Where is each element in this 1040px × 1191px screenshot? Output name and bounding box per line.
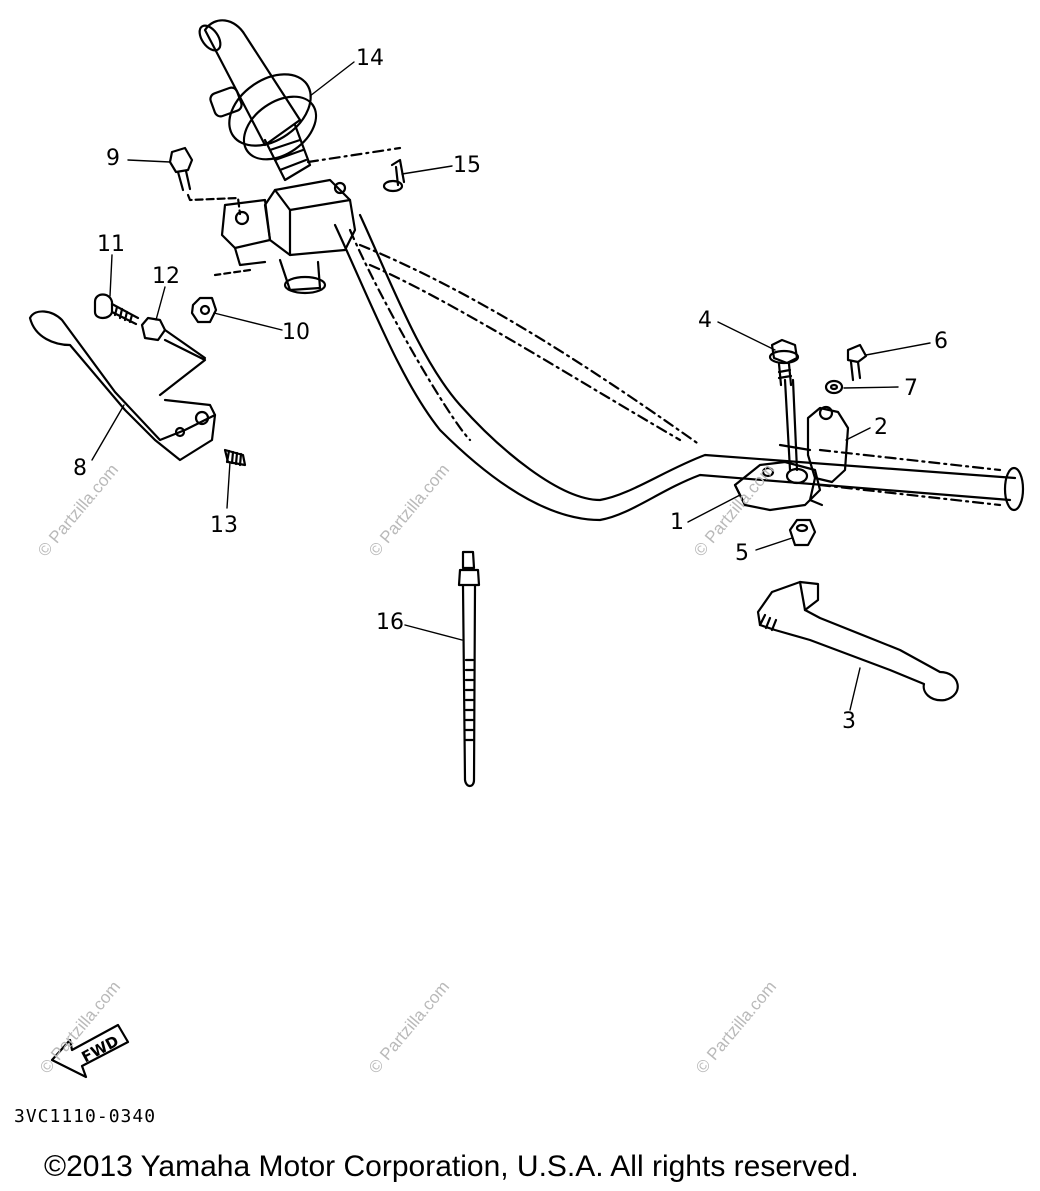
nut-12 (140, 316, 207, 360)
throttle-assembly (198, 19, 402, 182)
part-label-4: 4 (698, 308, 712, 333)
part-label-15: 15 (453, 153, 481, 178)
part-label-1: 1 (670, 510, 684, 535)
leader-lines (91, 61, 931, 711)
part-label-8: 8 (73, 456, 87, 481)
copyright-notice: ©2013 Yamaha Motor Corporation, U.S.A. A… (44, 1150, 859, 1183)
clamp-assembly (213, 178, 357, 295)
screw-13 (223, 448, 247, 467)
handlebar (333, 213, 1025, 522)
nut-10 (190, 296, 218, 324)
cable-tie-16 (457, 550, 481, 788)
lever-3 (756, 580, 959, 702)
drawing-code: 3VC1110-0340 (14, 1106, 157, 1127)
bolt-4 (768, 338, 800, 387)
part-label-7: 7 (904, 376, 918, 401)
part-label-16: 16 (376, 610, 404, 635)
part-label-9: 9 (106, 146, 120, 171)
part-label-3: 3 (842, 709, 856, 734)
part-label-5: 5 (735, 541, 749, 566)
part-label-13: 13 (210, 513, 238, 538)
bolt-15 (382, 158, 406, 193)
bolt-6 (846, 343, 868, 382)
part-label-2: 2 (874, 415, 888, 440)
part-label-10: 10 (282, 320, 310, 345)
part-label-6: 6 (934, 329, 948, 354)
lever-8 (28, 310, 217, 462)
part-label-12: 12 (152, 264, 180, 289)
washer-7 (824, 379, 844, 395)
bolt-11 (93, 293, 140, 326)
part-label-11: 11 (97, 232, 125, 257)
lever-bracket (733, 378, 850, 512)
nut-5 (788, 518, 817, 547)
fwd-arrow-icon (50, 1023, 130, 1079)
part-label-14: 14 (356, 46, 384, 71)
